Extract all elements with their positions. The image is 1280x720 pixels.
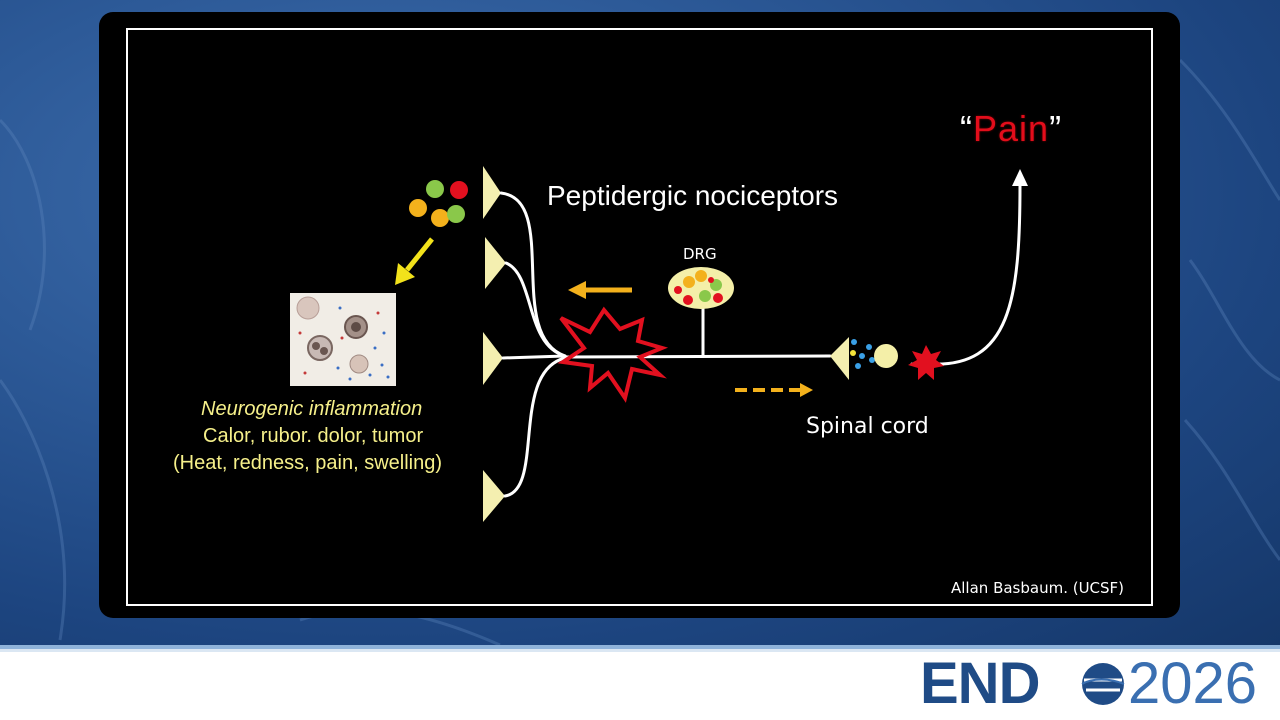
peptidergic-nociceptors-title: Peptidergic nociceptors (547, 180, 839, 211)
inflammatory-cells-illustration (296, 296, 390, 381)
inflammation-arrow-head (395, 263, 415, 285)
pain-word: Pain (973, 108, 1050, 149)
inflammation-arrow-shaft (405, 237, 434, 272)
logo-globe-icon (1081, 663, 1125, 705)
ascending-pathway (910, 183, 1022, 366)
neurotransmitter-dots (850, 339, 875, 369)
mediator-dots (409, 180, 468, 227)
inflammatory-cells-image (290, 293, 396, 386)
nerve-ending-4 (483, 470, 505, 522)
nerve-ending-1 (483, 166, 501, 219)
nerve-branch-3 (501, 354, 567, 360)
pain-label: “Pain” (960, 108, 1062, 150)
spinal-cord-label: Spinal cord (806, 414, 929, 439)
postsynaptic-neuron (874, 344, 898, 368)
diagram-panel (99, 12, 1180, 618)
pain-open-quote: “ (960, 108, 973, 149)
pain-close-quote: ” (1049, 108, 1063, 149)
image-credit: Allan Basbaum. (UCSF) (951, 579, 1125, 597)
background-nerve-decoration (0, 58, 1280, 645)
logo-year-text: 2026 (1128, 651, 1258, 716)
nerve-branch-1 (499, 191, 567, 358)
drg-cell-dots (674, 270, 723, 305)
nerve-axon (563, 354, 832, 359)
ascending-arrow-head (1012, 169, 1028, 186)
logo-brand-text: END (920, 651, 1040, 716)
orthodromic-arrow-head (800, 383, 813, 397)
dorsal-horn-activation-star (908, 345, 944, 380)
presynaptic-terminal (830, 337, 849, 380)
nerve-branch-4 (503, 356, 567, 498)
drg-label: DRG (683, 245, 717, 263)
nerve-branch-2 (504, 261, 567, 358)
footer-stripe-blue (0, 645, 1280, 649)
neurogenic-inflammation-signs-english: (Heat, redness, pain, swelling) (173, 452, 443, 474)
neurogenic-inflammation-title: Neurogenic inflammation (201, 398, 423, 420)
neurogenic-inflammation-signs: Calor, rubor. dolor, tumor (203, 425, 424, 447)
retrograde-arrow-head (568, 281, 586, 299)
footer-stripe-light (0, 649, 1280, 652)
injury-star (557, 306, 669, 403)
nerve-ending-2 (485, 237, 506, 289)
nerve-ending-3 (483, 332, 503, 385)
nociceptor-diagram (395, 166, 1028, 522)
diagram-frame (126, 28, 1153, 606)
